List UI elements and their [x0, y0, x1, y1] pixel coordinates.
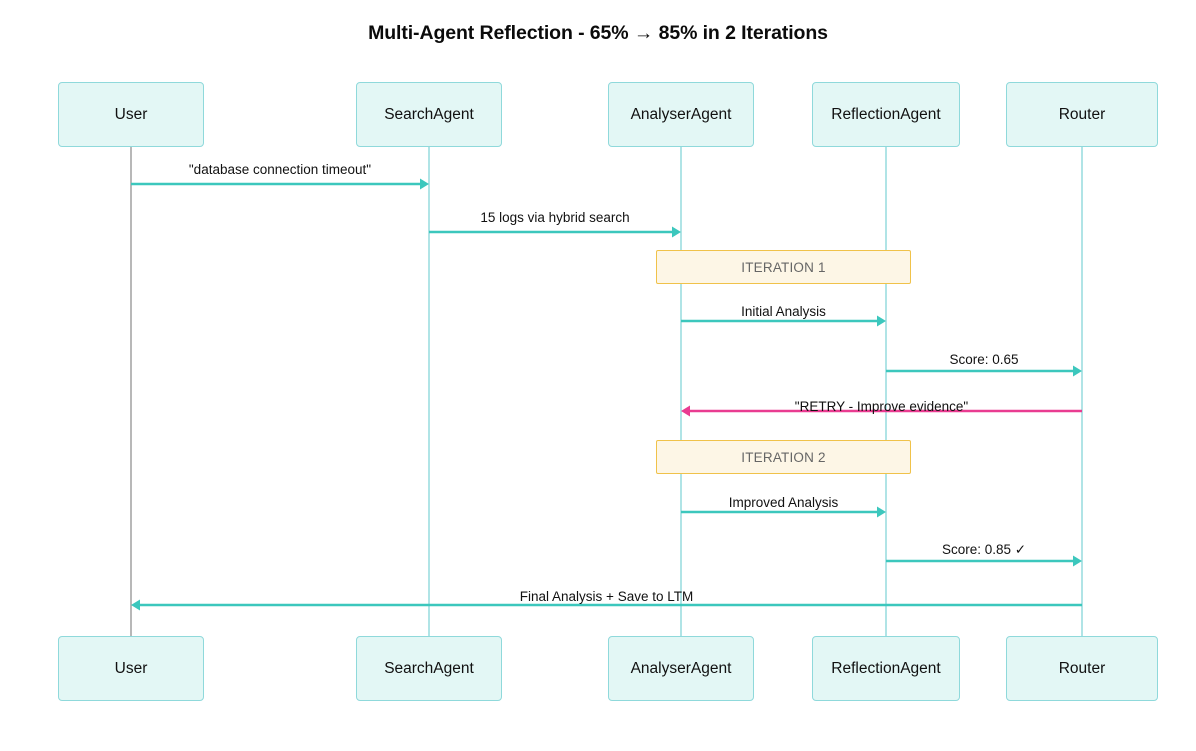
participant-label: User	[114, 659, 148, 677]
participant-router-bottom[interactable]: Router	[1006, 636, 1158, 701]
participant-search-agent-bottom[interactable]: SearchAgent	[356, 636, 502, 701]
arrow-msg-score-065	[886, 365, 1082, 377]
participant-label: AnalyserAgent	[630, 659, 732, 677]
participant-label: SearchAgent	[384, 105, 474, 123]
note-label: ITERATION 2	[741, 449, 826, 465]
participant-label: Router	[1058, 105, 1106, 123]
participant-user-top[interactable]: User	[58, 82, 204, 147]
label-msg-score-085: Score: 0.85 ✓	[941, 542, 1027, 557]
participant-label: User	[114, 105, 148, 123]
participant-label: SearchAgent	[384, 659, 474, 677]
label-msg-initial-analysis: Initial Analysis	[741, 304, 826, 319]
label-msg-improved-analysis: Improved Analysis	[728, 495, 839, 510]
arrow-msg-query	[131, 178, 429, 190]
participant-analyser-agent-top[interactable]: AnalyserAgent	[608, 82, 754, 147]
arrow-msg-logs	[429, 226, 681, 238]
diagram-title: Multi-Agent Reflection - 65% → 85% in 2 …	[368, 22, 828, 44]
label-msg-logs: 15 logs via hybrid search	[480, 210, 630, 225]
participant-label: Router	[1058, 659, 1106, 677]
label-msg-retry: "RETRY - Improve evidence"	[794, 399, 969, 414]
participant-analyser-agent-bottom[interactable]: AnalyserAgent	[608, 636, 754, 701]
participant-user-bottom[interactable]: User	[58, 636, 204, 701]
arrow-msg-score-085	[886, 555, 1082, 567]
participant-label: ReflectionAgent	[831, 105, 941, 123]
arrow-msg-initial-analysis	[681, 315, 886, 327]
participant-reflection-agent-bottom[interactable]: ReflectionAgent	[812, 636, 960, 701]
participant-router-top[interactable]: Router	[1006, 82, 1158, 147]
participant-label: AnalyserAgent	[630, 105, 732, 123]
label-msg-final: Final Analysis + Save to LTM	[519, 589, 694, 604]
participant-reflection-agent-top[interactable]: ReflectionAgent	[812, 82, 960, 147]
arrow-msg-final	[131, 599, 1082, 611]
participant-label: ReflectionAgent	[831, 659, 941, 677]
label-msg-score-065: Score: 0.65	[949, 352, 1019, 367]
note-label: ITERATION 1	[741, 259, 826, 275]
arrow-msg-retry	[681, 405, 1082, 417]
label-msg-query: "database connection timeout"	[188, 162, 372, 177]
note-iteration-1: ITERATION 1	[656, 250, 911, 284]
participant-search-agent-top[interactable]: SearchAgent	[356, 82, 502, 147]
note-iteration-2: ITERATION 2	[656, 440, 911, 474]
arrow-msg-improved-analysis	[681, 506, 886, 518]
